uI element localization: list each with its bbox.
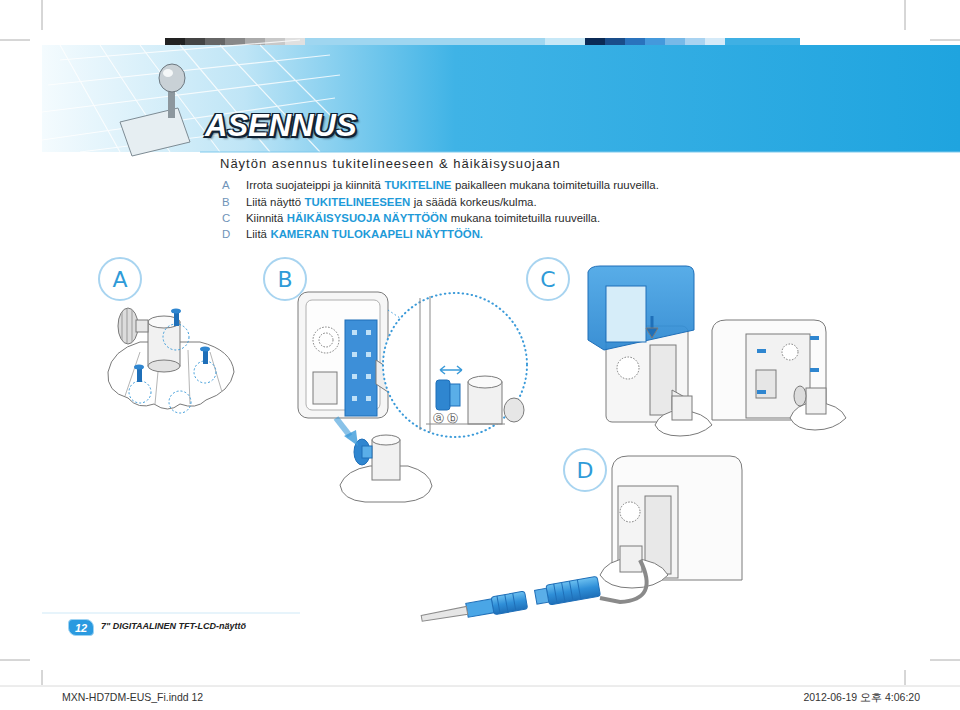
step-circle: C bbox=[526, 257, 570, 301]
print-date: 2012-06-19 오후 4:06:20 bbox=[803, 691, 920, 703]
cable bbox=[600, 560, 647, 602]
joystick-plate bbox=[120, 64, 190, 156]
step-letter: A bbox=[222, 179, 246, 193]
monitor-with-shade bbox=[588, 266, 712, 436]
cable-connectors bbox=[420, 576, 601, 627]
page-title: ASENNUS bbox=[205, 108, 357, 144]
highlight-term: TUKITELINEESEEN bbox=[305, 196, 411, 210]
instruction-text: paikalleen mukana toimitetuilla ruuveill… bbox=[455, 179, 659, 193]
monitor-back bbox=[298, 292, 394, 418]
highlight-term: HÄIKÄISYSUOJA NÄYTTÖÖN bbox=[287, 212, 447, 226]
step-letter: B bbox=[277, 267, 292, 292]
insert-arrow-head bbox=[344, 430, 358, 446]
step-letter: B bbox=[222, 196, 246, 210]
instruction-line: CKiinnitä HÄIKÄISYSUOJA NÄYTTÖÖN mukana to… bbox=[222, 212, 604, 226]
highlight-term: TUKITELINE bbox=[384, 179, 451, 193]
step-letter: D bbox=[222, 228, 246, 242]
monitor-shade-screws bbox=[712, 320, 846, 430]
shade-screws bbox=[757, 336, 819, 394]
zoom-leader bbox=[388, 310, 400, 318]
colour-strip bbox=[165, 38, 800, 45]
step-letter: C bbox=[540, 267, 555, 292]
subtitle: Näytön asennus tukitelineeseen & häikäis… bbox=[220, 157, 561, 172]
suction-mount bbox=[108, 308, 234, 409]
page-number: 12 bbox=[75, 622, 87, 634]
step-circle: D bbox=[563, 448, 607, 492]
step-letter: C bbox=[222, 212, 246, 226]
band-rule bbox=[200, 152, 960, 153]
instruction-text: ja säädä korkeus/kulma. bbox=[414, 196, 537, 210]
zoom-detail bbox=[383, 293, 527, 437]
mount-below bbox=[340, 435, 432, 502]
file-name: MXN-HD7DM-EUS_Fi.indd 12 bbox=[62, 691, 203, 703]
product-name: 7" DIGITAALINEN TFT-LCD-näyttö bbox=[101, 621, 246, 631]
step-circle: A bbox=[98, 257, 142, 301]
step-letter: D bbox=[577, 458, 594, 483]
step-letter: A bbox=[112, 267, 127, 292]
part-marker: ⓐ bbox=[433, 412, 444, 425]
instruction-text: mukana toimitetuilla ruuveilla. bbox=[451, 212, 600, 226]
instruction-text: Kiinnitä bbox=[246, 212, 283, 226]
instruction-line: BLiitä näyttö TUKITELINEESEENja säädä kor… bbox=[222, 196, 540, 210]
instruction-line: AIrrota suojateippi ja kiinnitäTUKITELIN… bbox=[222, 179, 662, 193]
footer-rule bbox=[42, 613, 300, 614]
instruction-text: Irrota suojateippi ja kiinnitä bbox=[246, 179, 381, 193]
instruction-text: Liitä bbox=[246, 228, 267, 242]
part-marker: ⓑ bbox=[447, 412, 458, 425]
monitor-cable bbox=[600, 456, 742, 588]
insert-arrow bbox=[336, 418, 350, 436]
instruction-line: DLiitäKAMERAN TULOKAAPELI NÄYTTÖÖN. bbox=[222, 228, 487, 242]
crop-marks bbox=[0, 0, 960, 686]
step-circle: B bbox=[263, 257, 307, 301]
instruction-text: Liitä näyttö bbox=[246, 196, 301, 210]
highlight-term: KAMERAN TULOKAAPELI NÄYTTÖÖN. bbox=[270, 228, 483, 242]
page-number-badge: 12 bbox=[68, 619, 94, 636]
screws bbox=[129, 309, 216, 414]
